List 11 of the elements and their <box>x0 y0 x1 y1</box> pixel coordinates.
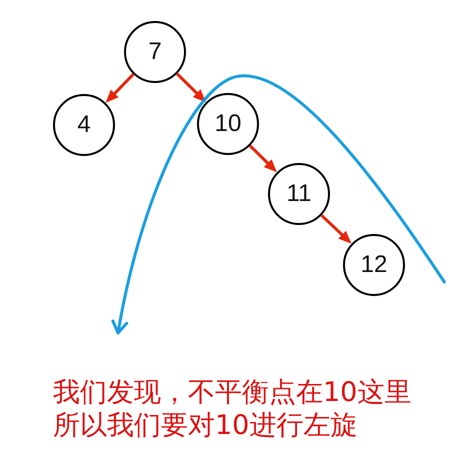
arrow <box>106 73 134 103</box>
tree-node: 12 <box>343 234 405 296</box>
note-text: 所以我们要对10进行左旋 <box>53 411 358 441</box>
tree-node: 7 <box>124 21 186 83</box>
arrow <box>320 214 352 244</box>
tree-node: 10 <box>197 93 259 155</box>
arrow <box>176 72 206 102</box>
tree-node: 11 <box>268 163 330 225</box>
note-text: 我们发现，不平衡点在10这里 <box>53 378 412 408</box>
arrow <box>249 144 277 172</box>
tree-node: 4 <box>53 94 115 156</box>
